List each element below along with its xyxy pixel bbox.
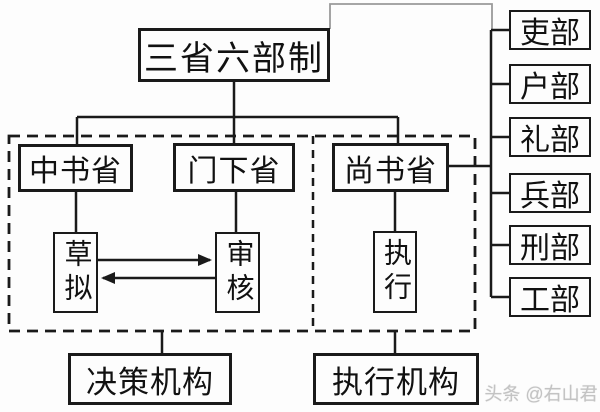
dept-label: 中书省 bbox=[29, 155, 122, 188]
dept-shangshusheng: 尚书省 bbox=[332, 143, 449, 192]
ministry-bingbu-war: 兵部 bbox=[509, 173, 591, 213]
ministry-label: 工部 bbox=[520, 284, 580, 317]
function-label: 审核 bbox=[222, 238, 254, 307]
ministry-label: 礼部 bbox=[520, 124, 580, 157]
watermark-toutiao: 头条 @右山君 bbox=[484, 384, 598, 404]
ministry-label: 吏部 bbox=[520, 17, 580, 50]
category-label: 执行机构 bbox=[332, 364, 460, 400]
title-label: 三省六部制 bbox=[144, 40, 324, 78]
function-review-box: 审核 bbox=[215, 232, 260, 313]
function-label: 草拟 bbox=[60, 238, 92, 307]
tree-connectors bbox=[74, 28, 509, 353]
ministry-label: 兵部 bbox=[520, 180, 580, 213]
category-decision-organ: 决策机构 bbox=[68, 353, 232, 405]
top-link-line bbox=[329, 3, 493, 30]
function-execute-box: 执行 bbox=[373, 231, 417, 313]
dept-zhongshusheng: 中书省 bbox=[18, 144, 133, 192]
dept-menxiasheng: 门下省 bbox=[173, 143, 295, 192]
function-label: 执行 bbox=[380, 238, 411, 306]
ministry-libu-rites: 礼部 bbox=[509, 117, 591, 157]
category-executive-organ: 执行机构 bbox=[313, 353, 479, 405]
ministry-libu-personnel: 吏部 bbox=[509, 10, 591, 50]
ministry-hubu-revenue: 户部 bbox=[509, 64, 591, 104]
ministry-gongbu-works: 工部 bbox=[509, 277, 591, 317]
ministry-label: 户部 bbox=[520, 71, 580, 104]
dashed-container bbox=[7, 134, 477, 333]
ministry-label: 刑部 bbox=[520, 232, 580, 265]
dept-label: 尚书省 bbox=[344, 154, 437, 188]
title-box: 三省六部制 bbox=[138, 28, 330, 82]
ministry-xingbu-justice: 刑部 bbox=[509, 225, 591, 265]
category-label: 决策机构 bbox=[86, 364, 214, 400]
dept-label: 门下省 bbox=[187, 154, 281, 188]
function-draft-box: 草拟 bbox=[53, 232, 98, 313]
